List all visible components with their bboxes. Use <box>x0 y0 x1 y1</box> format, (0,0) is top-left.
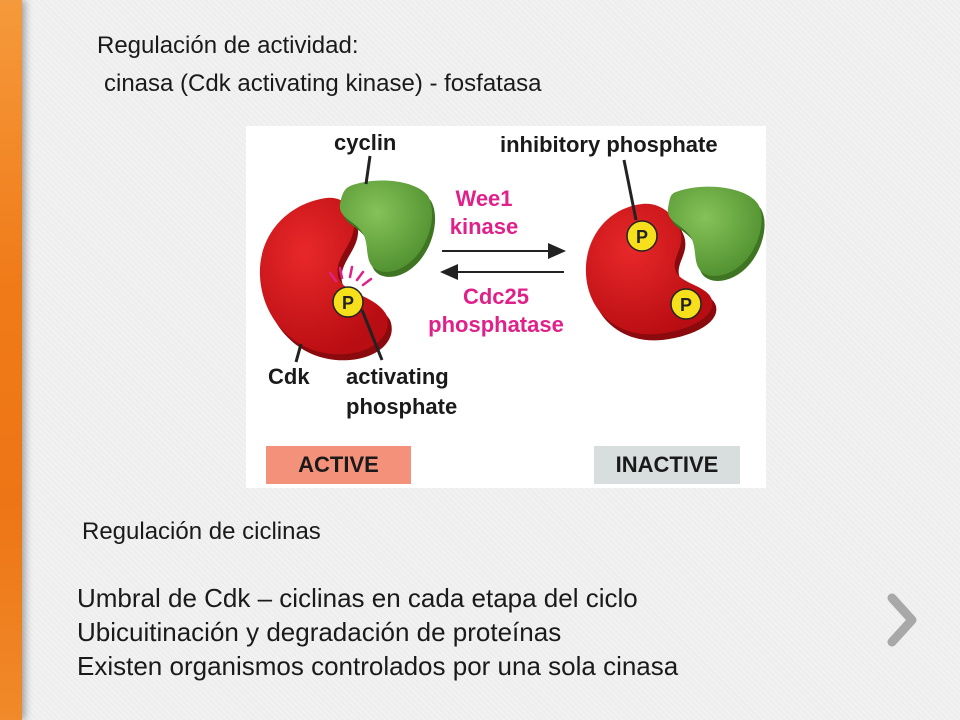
status-active-badge: ACTIVE <box>266 446 411 484</box>
wee1-label-line1: Wee1 <box>455 186 512 211</box>
bullet-list: Umbral de Cdk – ciclinas en cada etapa d… <box>77 581 678 683</box>
reaction-arrows: Wee1 kinase Cdc25 phosphatase <box>428 186 566 337</box>
cdk-label: Cdk <box>268 364 310 389</box>
bullet-item: Ubicuitinación y degradación de proteína… <box>77 617 562 647</box>
next-slide-button[interactable] <box>884 592 920 648</box>
cdc25-label-line1: Cdc25 <box>463 284 529 309</box>
bullet-item: Existen organismos controlados por una s… <box>77 651 679 681</box>
cdc25-label-line2: phosphatase <box>428 312 564 337</box>
cyclin-inactive-shape <box>667 186 762 276</box>
subheading: Regulación de ciclinas <box>82 518 321 545</box>
activation-rays <box>328 265 373 287</box>
activating-label-line1: activating <box>346 364 449 389</box>
inhibitory-pointer <box>622 159 638 221</box>
active-complex: P cyclin Cdk activating phosphate <box>259 130 457 419</box>
bullet-item: Umbral de Cdk – ciclinas en cada etapa d… <box>77 583 638 613</box>
activating-pointer <box>360 309 384 361</box>
inhibitory-phosphate-label: inhibitory phosphate <box>500 132 718 157</box>
cyclin-shape <box>339 180 433 272</box>
cdk-regulation-figure: P cyclin Cdk activating phosphate Wee1 k… <box>246 126 766 488</box>
activating-phosphate-icon <box>332 286 364 318</box>
wee1-label-line2: kinase <box>450 214 519 239</box>
status-inactive-badge: INACTIVE <box>594 446 740 484</box>
activating-label-line2: phosphate <box>346 394 457 419</box>
chevron-right-icon <box>887 593 917 647</box>
phosphate-symbol: P <box>342 293 354 313</box>
cdk-pointer <box>294 343 303 363</box>
title-line-1: Regulación de actividad: <box>97 32 359 59</box>
title-line-2: cinasa (Cdk activating kinase) - fosfata… <box>104 70 542 97</box>
inactive-complex: P P inhibitory phosphate <box>500 132 765 341</box>
inhibitory-phosphate-icon <box>626 220 658 252</box>
cyclin-pointer <box>364 155 372 185</box>
accent-bar <box>0 0 22 720</box>
cyclin-label: cyclin <box>334 130 396 155</box>
cdk-diagram: P cyclin Cdk activating phosphate Wee1 k… <box>259 130 765 419</box>
activating-phosphate-inactive-icon <box>670 288 702 320</box>
phosphate-symbol: P <box>636 227 648 247</box>
phosphate-symbol: P <box>680 295 692 315</box>
